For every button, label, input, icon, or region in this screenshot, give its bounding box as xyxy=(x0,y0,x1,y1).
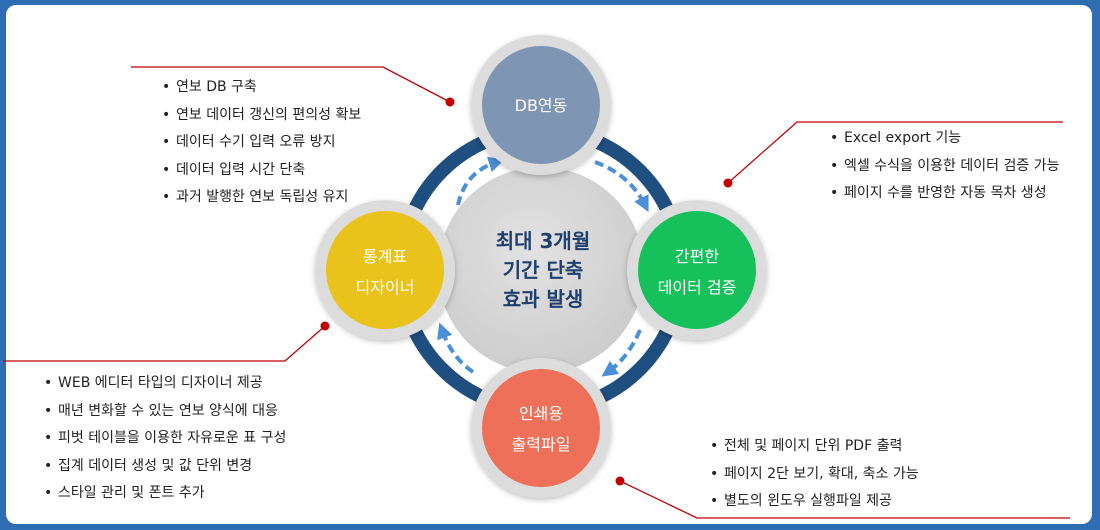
list-item: 전체 및 페이지 단위 PDF 출력 xyxy=(708,436,919,464)
callout-line-designer xyxy=(3,325,326,362)
node-designer-circle xyxy=(326,211,444,329)
node-print xyxy=(471,358,611,498)
designer-feature-list: WEB 에디터 타입의 디자이너 제공 매년 변화할 수 있는 연보 양식에 대… xyxy=(42,373,286,511)
verify-feature-list: Excel export 기능 엑셀 수식을 이용한 데이터 검증 가능 페이지… xyxy=(828,128,1059,211)
list-item: 집계 데이터 생성 및 값 단위 변경 xyxy=(42,456,286,484)
node-db-label: DB연동 xyxy=(515,96,568,115)
arrow-verify-to-print xyxy=(601,329,642,377)
callout-line-db xyxy=(131,66,451,103)
node-verify-circle xyxy=(638,211,756,329)
list-item: WEB 에디터 타입의 디자이너 제공 xyxy=(42,373,286,401)
arrow-print-to-designer xyxy=(437,322,475,374)
node-db-circle xyxy=(482,46,600,164)
callout-dot-db xyxy=(445,97,455,107)
center-label-1: 최대 3개월 xyxy=(496,229,590,253)
list-item: 과거 발행한 연보 독립성 유지 xyxy=(160,187,361,215)
node-verify-label-1: 간편한 xyxy=(675,247,719,266)
callout-line-print xyxy=(619,480,1070,519)
node-print-label-2: 출력파일 xyxy=(512,435,571,454)
center-disc xyxy=(438,167,644,373)
list-item: 스타일 관리 및 폰트 추가 xyxy=(42,483,286,511)
node-designer-label-1: 통계표 xyxy=(363,247,407,266)
callout-dot-designer xyxy=(320,321,330,331)
node-designer xyxy=(315,200,455,340)
list-item: 데이터 수기 입력 오류 방지 xyxy=(160,132,361,160)
list-item: 연보 데이터 갱신의 편의성 확보 xyxy=(160,105,361,133)
node-print-circle xyxy=(482,369,600,487)
print-feature-list: 전체 및 페이지 단위 PDF 출력 페이지 2단 보기, 확대, 축소 가능 … xyxy=(708,436,919,519)
node-db xyxy=(471,35,611,175)
callout-dot-print xyxy=(615,476,625,486)
list-item: 엑셀 수식을 이용한 데이터 검증 가능 xyxy=(828,156,1059,184)
list-item: 피벗 테이블을 이용한 자유로운 표 구성 xyxy=(42,428,286,456)
node-verify xyxy=(627,200,767,340)
list-item: 페이지 2단 보기, 확대, 축소 가능 xyxy=(708,464,919,492)
list-item: 별도의 윈도우 실행파일 제공 xyxy=(708,491,919,519)
list-item: Excel export 기능 xyxy=(828,128,1059,156)
callout-dot-verify xyxy=(723,178,733,188)
center-label-3: 효과 발생 xyxy=(503,287,584,311)
db-feature-list: 연보 DB 구축 연보 데이터 갱신의 편의성 확보 데이터 수기 입력 오류 … xyxy=(160,77,361,215)
node-print-label-1: 인쇄용 xyxy=(519,404,563,423)
list-item: 페이지 수를 반영한 자동 목차 생성 xyxy=(828,183,1059,211)
center-label-2: 기간 단축 xyxy=(503,258,584,282)
arrow-designer-to-db xyxy=(456,156,505,206)
node-designer-label-2: 디자이너 xyxy=(356,278,415,297)
node-verify-label-2: 데이터 검증 xyxy=(658,278,737,297)
list-item: 연보 DB 구축 xyxy=(160,77,361,105)
callout-line-verify xyxy=(727,121,1063,184)
list-item: 매년 변화할 수 있는 연보 양식에 대응 xyxy=(42,401,286,429)
list-item: 데이터 입력 시간 단축 xyxy=(160,160,361,188)
arrow-db-to-verify xyxy=(594,160,649,213)
